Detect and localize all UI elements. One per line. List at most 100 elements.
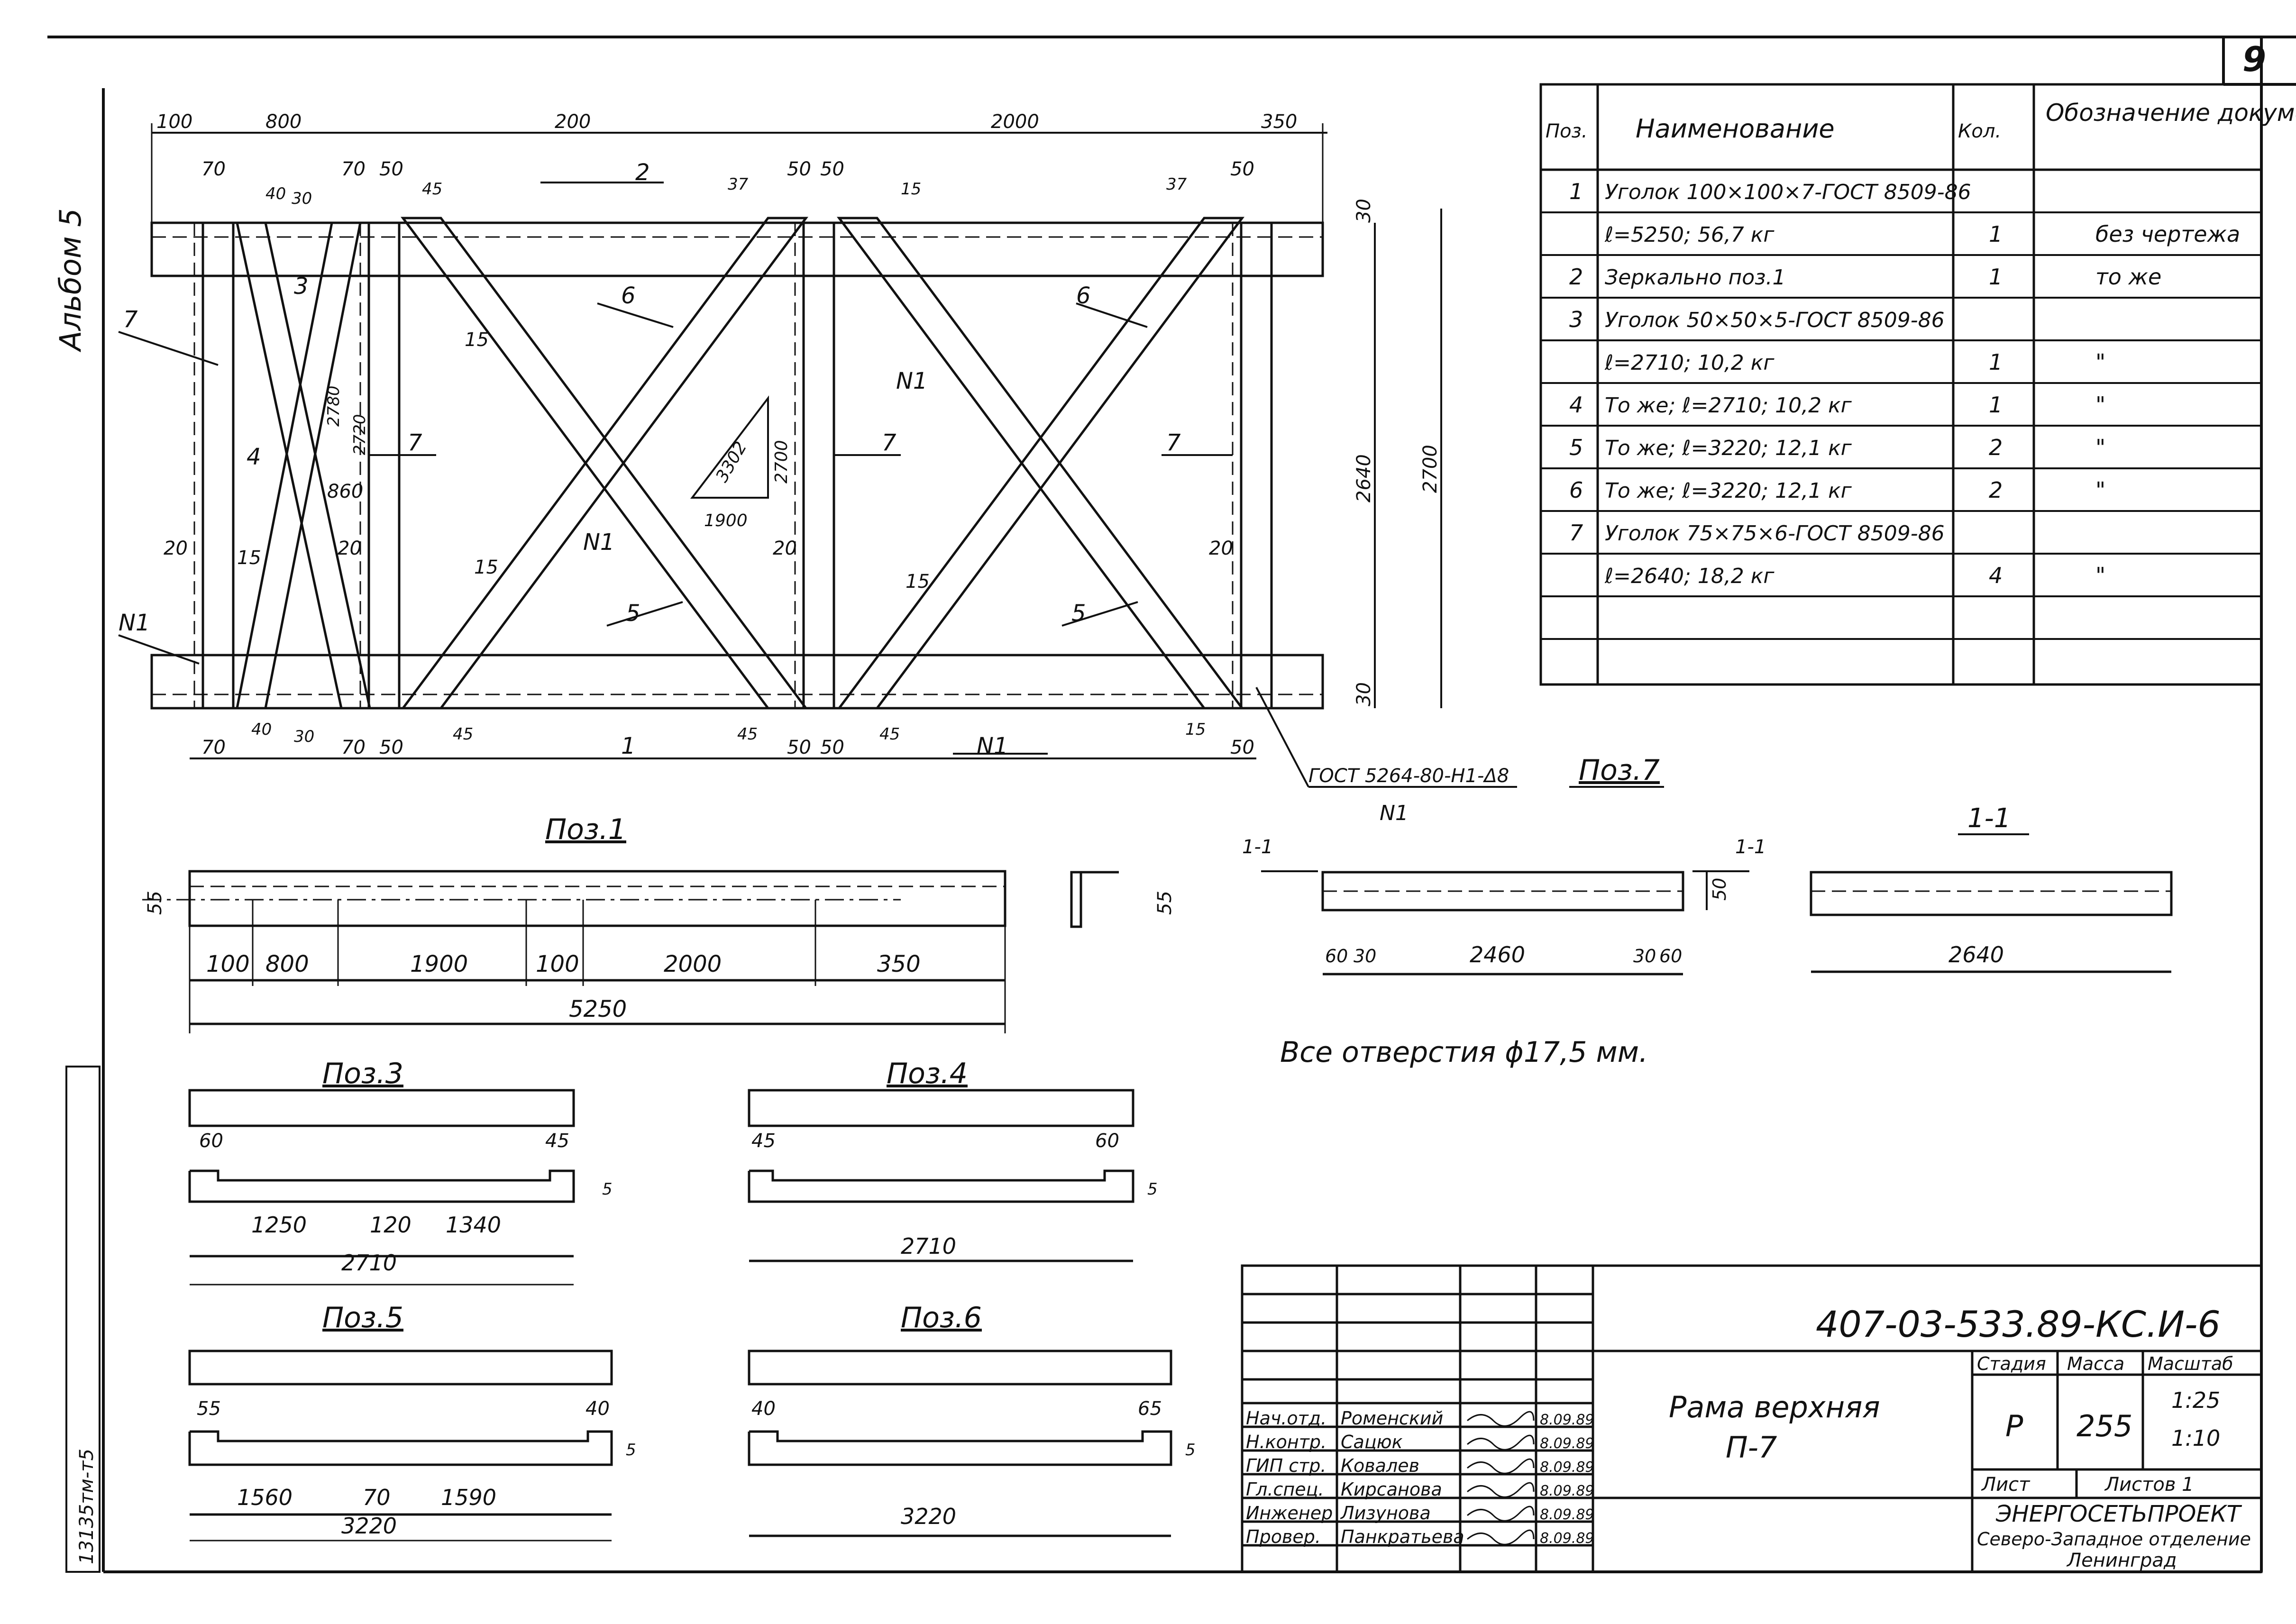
weld-mark-1: 20 — [164, 538, 188, 559]
pos5-end-left: 55 — [197, 1398, 221, 1420]
signer-date: 8.09.89 — [1540, 1483, 1594, 1499]
pos-label-1: 1 — [621, 733, 636, 759]
angle-section-dim: 55 — [1154, 891, 1176, 915]
spec-cell: " — [2095, 563, 2105, 588]
frame-elevation — [118, 123, 1517, 788]
signer-role: Инженер — [1246, 1503, 1333, 1524]
pos4-end-right: 60 — [1095, 1130, 1119, 1152]
pos3-dim-3: 1340 — [446, 1212, 501, 1238]
org-line-1: ЭНЕРГОСЕТЬПРОЕКТ — [1995, 1501, 2242, 1527]
angle-mark-11: 45 — [879, 725, 900, 744]
signer-date: 8.09.89 — [1540, 1459, 1594, 1476]
node-label-1: N1 — [119, 610, 150, 636]
pos3-title: Поз.3 — [322, 1057, 403, 1090]
weld-mark-7: 15 — [474, 557, 498, 578]
signer-role: Н.контр. — [1246, 1432, 1326, 1452]
mass-header: Масса — [2067, 1353, 2124, 1374]
weld-mark-8: 15 — [906, 571, 930, 593]
pos3-dim-2: 120 — [370, 1212, 412, 1238]
signer-role: Нач.отд. — [1246, 1408, 1326, 1429]
pos1-dim-3: 1900 — [410, 951, 468, 977]
dim-height-2: 2700 — [1419, 445, 1441, 493]
drawing-name-line2: П-7 — [1726, 1430, 1777, 1465]
pos7-title: Поз.7 — [1579, 754, 1660, 787]
pos-label-7d: 7 — [1166, 429, 1181, 456]
signer-name: Ковалев — [1341, 1455, 1419, 1476]
pos7-section-mark-right: 1-1 — [1735, 836, 1766, 858]
stage-header: Стадия — [1977, 1353, 2046, 1374]
signer-name: Сацюк — [1341, 1432, 1403, 1452]
signature-mark — [1467, 1482, 1535, 1498]
spec-cell: Уголок 50×50×5-ГОСТ 8509-86 — [1605, 308, 1945, 332]
sheet-label: Лист — [1981, 1474, 2031, 1496]
pos4-total: 2710 — [901, 1233, 956, 1259]
dim-height-1: 2640 — [1353, 454, 1375, 502]
spec-table — [1539, 83, 2263, 686]
brace-pos5-a — [401, 217, 808, 710]
dim-sub-bot-3: 50 — [379, 737, 403, 758]
spec-header-qty: Кол. — [1958, 120, 2001, 142]
signer-name: Лизунова — [1340, 1503, 1431, 1524]
angle-mark-12: 15 — [1185, 720, 1206, 739]
slope-triangle — [690, 395, 769, 499]
spec-header-doc-text: Обозначение документа — [2046, 99, 2296, 127]
pos7-dim-5: 60 — [1659, 946, 1682, 967]
signer-role: Гл.спец. — [1246, 1479, 1324, 1500]
pos3-pos4-labels: Поз.3 60 45 1250 120 1340 2710 5 Поз.4 4… — [199, 1057, 1158, 1276]
signer-name: Роменский — [1341, 1408, 1443, 1429]
pos7-dim-1: 60 — [1325, 946, 1348, 967]
scale-value-2: 1:10 — [2171, 1425, 2220, 1451]
pos3-pos4-drawings — [188, 1089, 1134, 1286]
title-block — [1241, 1264, 2263, 1573]
pos1-title: Поз.1 — [545, 813, 626, 846]
triangle-leg-h: 1900 — [704, 511, 748, 530]
gost-weld-note: ГОСТ 5264-80-Н1-Δ8 — [1308, 765, 1509, 787]
frame-position-labels: 2 1 3 4 5 5 6 6 7 7 7 7 N1 N1 N1 N1 ГОСТ… — [119, 159, 1509, 825]
pos5-end-right: 40 — [585, 1398, 610, 1420]
angle-mark-10: 45 — [737, 725, 758, 744]
brace-pos6-b — [837, 217, 1244, 710]
spec-cell: 2 — [1569, 264, 1583, 290]
angle-mark-1: 40 — [265, 184, 286, 203]
pos6-end-right: 65 — [1138, 1398, 1162, 1420]
spec-cell: " — [2095, 477, 2105, 503]
brace-pos6-a — [401, 217, 808, 710]
weld-mark-4: 20 — [1209, 538, 1233, 559]
pos-label-2: 2 — [635, 159, 650, 186]
scale-header: Масштаб — [2148, 1353, 2233, 1374]
pos6-title: Поз.6 — [901, 1301, 982, 1334]
dim-sub-bot-4: 50 — [787, 737, 811, 758]
pos6-total: 3220 — [901, 1504, 956, 1529]
pos-label-5b: 5 — [1071, 600, 1086, 627]
holes-note: Все отверстия ϕ17,5 мм. — [1280, 1036, 1648, 1069]
pos7-flange: 50 — [1709, 878, 1730, 901]
dim-sub-bot-5: 50 — [820, 737, 844, 758]
spec-cell: 1 — [1989, 264, 2003, 290]
spec-cell: Зеркально поз.1 — [1605, 265, 1786, 290]
org-line-3: Ленинград — [2066, 1550, 2177, 1571]
dim-sub-top-1: 70 — [201, 158, 226, 180]
signer-role: ГИП стр. — [1246, 1455, 1326, 1476]
frame-dimensions: 100 800 200 2000 350 70 70 50 50 50 50 7… — [156, 111, 1441, 758]
pos7-labels: Поз.7 1-1 1-1 60 30 2460 30 60 50 1-1 26… — [1242, 754, 2011, 1069]
spec-header-pos: Поз. — [1546, 120, 1588, 142]
angle-mark-3: 45 — [422, 180, 442, 199]
pos3-dim-1: 1250 — [251, 1212, 307, 1238]
pos5-pos6-labels: Поз.5 55 40 1560 70 1590 3220 5 Поз.6 40… — [197, 1301, 1196, 1539]
pos1-dim-4: 100 — [536, 951, 579, 977]
sheets-label: Листов 1 — [2104, 1474, 2194, 1496]
dim-sub-top-3: 50 — [379, 158, 403, 180]
pos3-end-left: 60 — [199, 1130, 223, 1152]
page-number: 9 — [2242, 39, 2266, 79]
mass-value: 255 — [2076, 1409, 2132, 1443]
inner-dim-3: 860 — [327, 481, 363, 502]
top-chord — [150, 221, 1324, 277]
spec-cell: " — [2095, 435, 2105, 460]
dim-edge-top: 30 — [1353, 199, 1375, 223]
pos7-dim-4: 30 — [1633, 946, 1656, 967]
dim-edge-bottom: 30 — [1353, 682, 1375, 706]
signature-mark — [1467, 1411, 1535, 1427]
brace-pos4 — [235, 221, 362, 710]
